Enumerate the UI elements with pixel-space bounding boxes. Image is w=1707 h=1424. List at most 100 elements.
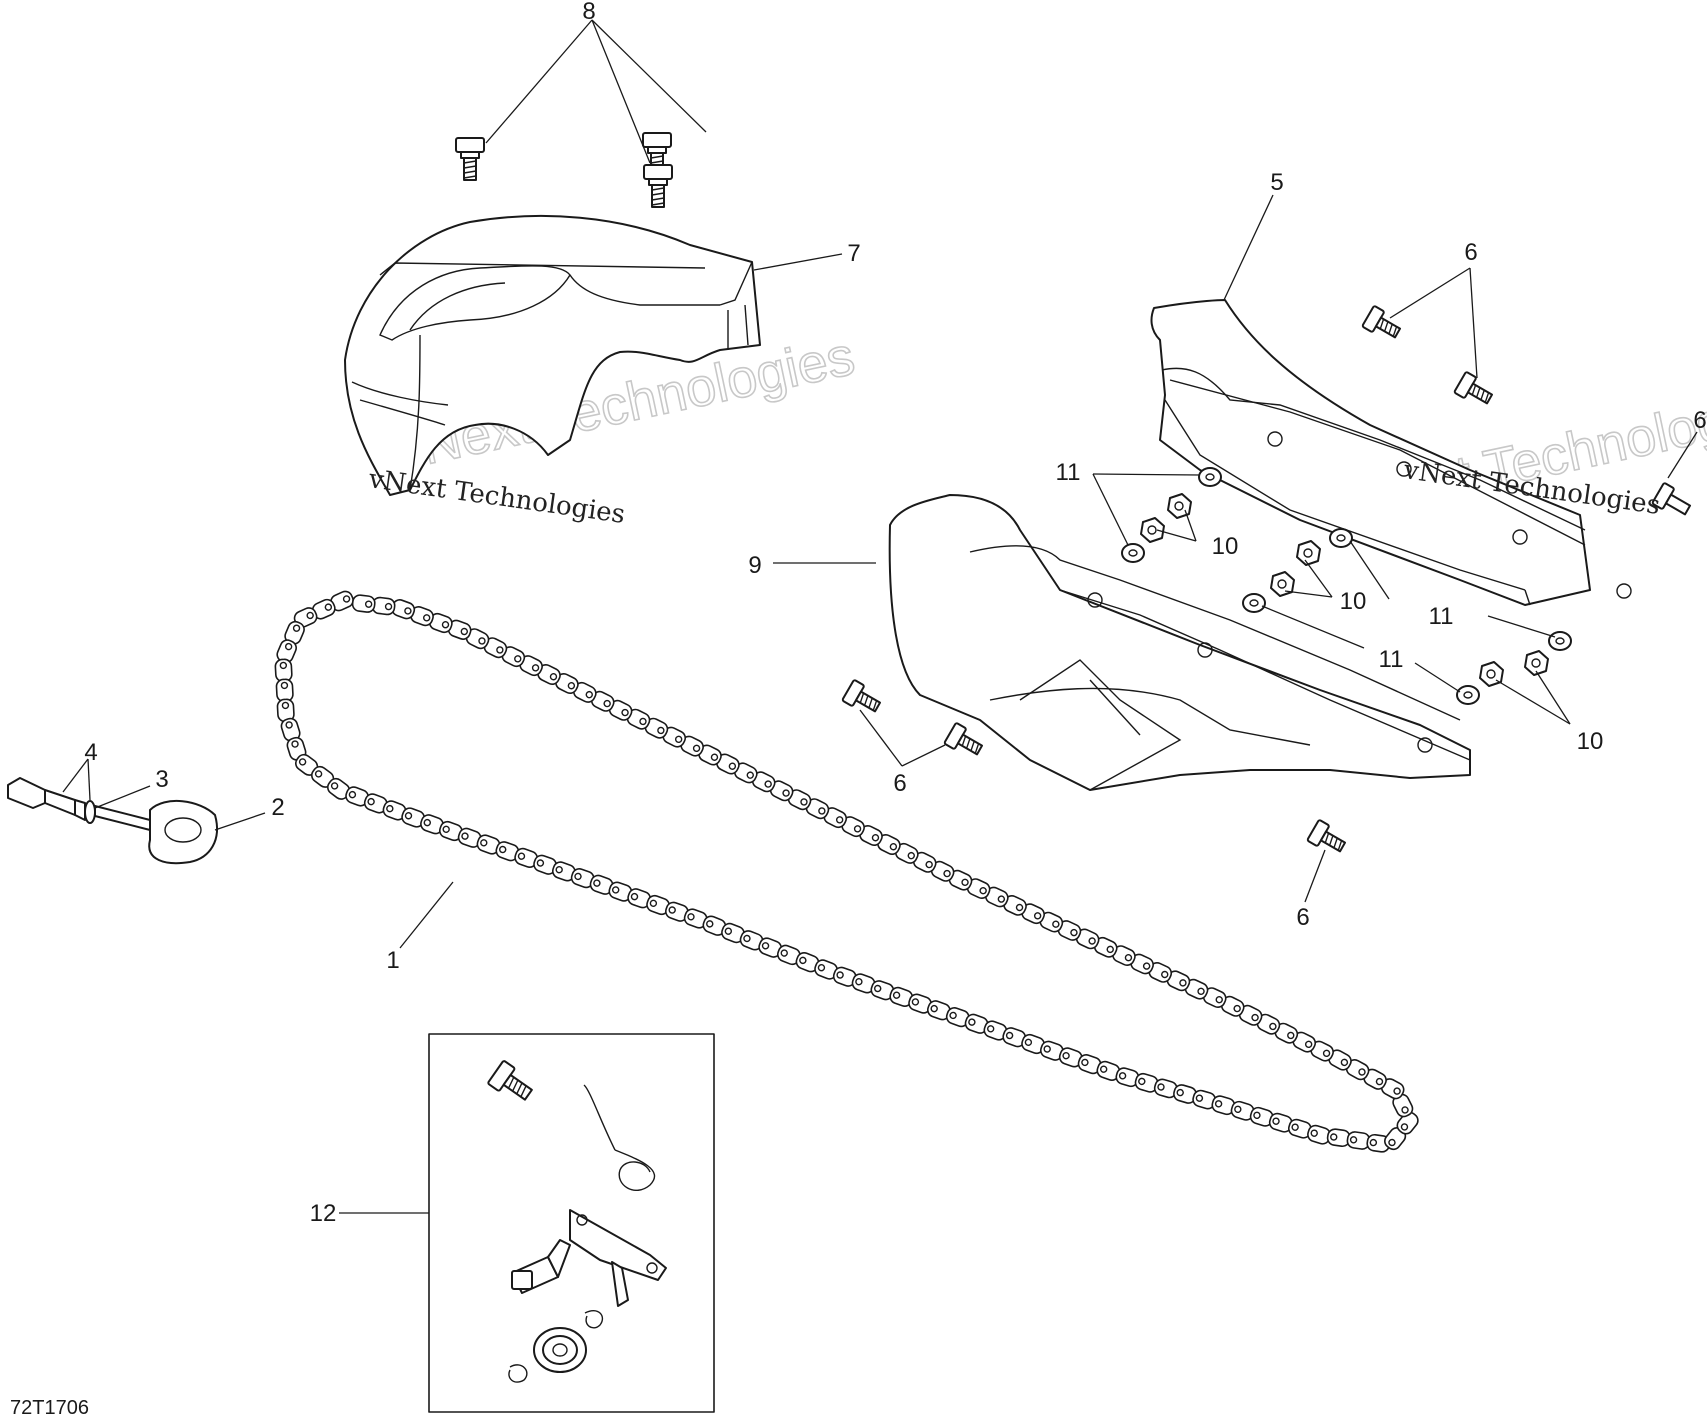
chain-link bbox=[832, 966, 857, 987]
callout-11-lower: 11 bbox=[1379, 646, 1404, 673]
chain-link bbox=[787, 789, 812, 811]
chain-link bbox=[1003, 895, 1027, 916]
callout-3: 3 bbox=[155, 766, 168, 793]
bolt bbox=[943, 722, 984, 756]
adjuster-rod bbox=[94, 805, 151, 831]
chain-link bbox=[1238, 1004, 1263, 1026]
bolt bbox=[455, 137, 485, 181]
upper-chain-guide bbox=[1150, 299, 1632, 606]
chain-link bbox=[662, 726, 687, 748]
chain-link bbox=[1021, 903, 1045, 925]
chain-link bbox=[627, 888, 652, 909]
kit-pin bbox=[611, 1261, 629, 1307]
chain-link bbox=[1249, 1106, 1274, 1127]
chain-link bbox=[716, 753, 740, 775]
cover-bolts bbox=[455, 132, 673, 208]
chain-link bbox=[590, 690, 615, 712]
callout-11-upper: 11 bbox=[1056, 459, 1081, 486]
chain-link bbox=[1310, 1040, 1334, 1062]
kit-roller bbox=[533, 1327, 587, 1373]
leader-lines bbox=[62, 19, 1698, 1214]
adjuster-eye bbox=[148, 799, 218, 865]
callout-6-lower-right: 6 bbox=[1296, 904, 1309, 931]
guide-bolts bbox=[841, 305, 1692, 853]
callout-10-upper: 10 bbox=[1212, 533, 1239, 560]
chain-tensioner-kit bbox=[428, 1033, 715, 1413]
callout-10-lower: 10 bbox=[1577, 728, 1604, 755]
chain-link bbox=[805, 798, 830, 820]
chain-link bbox=[966, 878, 991, 899]
kit-spring bbox=[583, 1084, 656, 1191]
chain-link bbox=[945, 1007, 970, 1028]
chain-link bbox=[758, 937, 783, 958]
drive-chain bbox=[274, 590, 1419, 1153]
callout-12: 12 bbox=[310, 1200, 337, 1227]
callout-1: 1 bbox=[386, 947, 399, 974]
washer bbox=[1121, 543, 1145, 563]
kit-arm bbox=[569, 1209, 667, 1281]
chain-link bbox=[1287, 1118, 1312, 1139]
bolt bbox=[1306, 819, 1347, 853]
chain-link bbox=[438, 820, 463, 842]
washers bbox=[1121, 467, 1572, 705]
adjuster-nut-second bbox=[74, 799, 86, 821]
chain-link bbox=[363, 793, 388, 814]
washer bbox=[1242, 593, 1266, 613]
callout-11-right: 11 bbox=[1429, 603, 1454, 630]
washer bbox=[1198, 467, 1222, 487]
callout-10-middle: 10 bbox=[1340, 588, 1367, 615]
chain-link bbox=[795, 952, 820, 973]
adjuster-bolt-end bbox=[7, 777, 46, 809]
callout-7: 7 bbox=[847, 240, 860, 267]
chain-link bbox=[276, 698, 295, 723]
nut bbox=[1296, 540, 1321, 566]
bolt bbox=[1453, 371, 1494, 405]
bolt bbox=[1651, 482, 1692, 516]
chain-link bbox=[572, 681, 597, 703]
chain-link bbox=[311, 765, 335, 788]
chain-link bbox=[739, 930, 764, 951]
callout-5: 5 bbox=[1270, 169, 1283, 196]
chain-link bbox=[664, 901, 689, 922]
washer bbox=[1548, 631, 1572, 651]
callouts: 8 7 5 6 6 11 10 9 10 11 11 10 6 6 4 3 2 … bbox=[84, 0, 1706, 1227]
chain-link bbox=[680, 735, 704, 757]
nut bbox=[1270, 571, 1295, 597]
chain-link bbox=[930, 860, 955, 882]
washer bbox=[1456, 685, 1480, 705]
chain-link bbox=[276, 639, 297, 664]
nut bbox=[1524, 650, 1549, 676]
chain-link bbox=[275, 678, 294, 703]
chain-link bbox=[1345, 1059, 1370, 1081]
callout-4: 4 bbox=[84, 739, 97, 766]
callout-6-right: 6 bbox=[1693, 407, 1706, 434]
callout-6-upper: 6 bbox=[1464, 239, 1477, 266]
nut bbox=[1167, 493, 1192, 519]
lower-chain-guide bbox=[888, 494, 1471, 791]
chain-link bbox=[555, 673, 579, 694]
chain-link bbox=[351, 594, 376, 613]
nut bbox=[1140, 517, 1165, 543]
figure-code: 72T1706 bbox=[10, 1397, 89, 1419]
chain-link bbox=[401, 807, 426, 828]
bolt bbox=[841, 679, 882, 713]
watermark-left: vNext Technologies bbox=[366, 464, 627, 530]
callout-6-lower-left: 6 bbox=[893, 770, 906, 797]
chain-link bbox=[646, 894, 671, 916]
callout-8: 8 bbox=[582, 0, 595, 25]
bolt bbox=[1361, 305, 1402, 339]
chain-case-cover bbox=[344, 214, 761, 496]
kit-bolt bbox=[487, 1060, 533, 1101]
bolt bbox=[643, 164, 673, 208]
chain-link bbox=[311, 598, 336, 620]
kit-stud bbox=[511, 1239, 571, 1294]
washer bbox=[1329, 528, 1353, 548]
chain-link bbox=[608, 699, 633, 721]
callout-9: 9 bbox=[748, 552, 761, 579]
adjuster-washer bbox=[84, 800, 96, 824]
chain-link bbox=[274, 658, 293, 683]
chain-link bbox=[964, 1013, 989, 1034]
chain-link bbox=[1396, 1111, 1419, 1135]
chain-link bbox=[457, 827, 482, 848]
